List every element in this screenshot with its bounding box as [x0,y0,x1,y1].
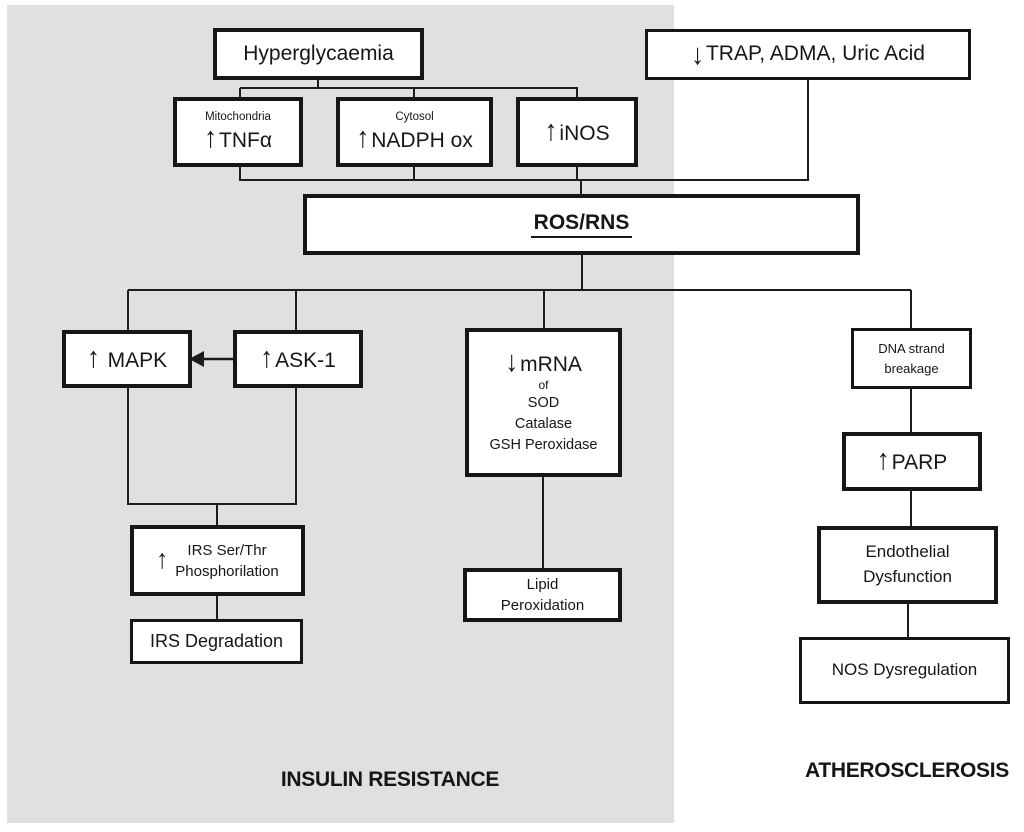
dna-line-1: DNA strand [878,341,945,356]
left-arrowhead-icon [189,351,204,367]
node-nos-dysregulation: NOS Dysregulation [799,637,1010,704]
ask1-label: ASK-1 [275,348,336,372]
mrna-line-sod: SOD [527,395,560,412]
node-irs-degradation: IRS Degradation [130,619,303,664]
irs-phos-text: IRS Ser/Thr Phosphorilation [175,540,278,582]
up-arrow-icon: ↑ [356,120,370,154]
up-arrow-icon: ↑ [876,442,890,477]
ros-rns-label: ROS/RNS [530,211,633,239]
node-nadph-ox: Cytosol ↑NADPH ox [336,97,493,167]
mrna-label: mRNA [520,352,582,376]
tnfa-main: ↑TNFα [204,120,272,154]
node-tnfa: Mitochondria ↑TNFα [173,97,303,167]
irs-phos-line-2: Phosphorilation [175,562,279,580]
nadph-compartment-label: Cytosol [395,111,434,124]
atherosclerosis-label: ATHEROSCLEROSIS [805,759,1009,782]
ask1-main: ↑ASK-1 [260,340,336,374]
node-inos: ↑iNOS [516,97,638,167]
up-arrow-icon: ↑ [86,340,100,374]
tnfa-label: TNFα [219,128,272,152]
mrna-line-catalase: Catalase [514,416,573,433]
node-hyperglycaemia: Hyperglycaemia [213,28,424,80]
tnfa-compartment-label: Mitochondria [205,111,271,124]
down-arrow-icon: ↓ [690,36,704,71]
nadph-main: ↑NADPH ox [356,120,473,154]
lipid-line-2: Peroxidation [500,597,585,614]
inos-label: iNOS [559,121,610,145]
node-parp: ↑PARP [842,432,982,491]
node-trap-adma-uric-acid: ↓TRAP, ADMA, Uric Acid [645,29,971,80]
node-ask1: ↑ASK-1 [233,330,363,388]
node-dna-strand-breakage: DNA strand breakage [851,328,972,389]
mapk-label: MAPK [107,348,168,372]
node-ros-rns: ROS/RNS [303,194,860,255]
mrna-main: ↓mRNA [505,343,582,378]
down-arrow-icon: ↓ [505,343,519,378]
irs-degradation-label: IRS Degradation [149,631,284,652]
up-arrow-icon: ↑ [204,120,218,154]
irs-phos-line-1: IRS Ser/Thr [187,541,267,559]
mapk-main: ↑ MAPK [86,340,168,374]
node-mapk: ↑ MAPK [62,330,192,388]
up-arrow-icon: ↑ [156,543,169,575]
up-arrow-icon: ↑ [260,340,274,374]
endothelial-line-2: Dysfunction [863,567,952,586]
node-irs-ser-thr-phosphorilation: ↑ IRS Ser/Thr Phosphorilation [130,525,305,596]
inos-main: ↑iNOS [544,113,610,147]
insulin-resistance-label: INSULIN RESISTANCE [280,768,500,791]
dna-line-2: breakage [884,360,939,376]
nos-dysregulation-label: NOS Dysregulation [831,660,978,680]
mrna-line-gsh: GSH Peroxidase [489,437,598,454]
parp-main: ↑PARP [876,442,948,477]
up-arrow-icon: ↑ [544,113,558,147]
trap-label: TRAP, ADMA, Uric Acid [705,42,925,66]
hyperglycaemia-label: Hyperglycaemia [243,41,394,65]
nadph-label: NADPH ox [371,128,473,152]
parp-label: PARP [891,451,948,475]
mrna-line-of: of [538,377,549,392]
node-mrna: ↓mRNA of SOD Catalase GSH Peroxidase [465,328,622,477]
endothelial-line-1: Endothelial [865,542,950,562]
node-lipid-peroxidation: Lipid Peroxidation [463,568,622,622]
node-endothelial-dysfunction: Endothelial Dysfunction [817,526,998,604]
lipid-line-1: Lipid [526,576,559,593]
